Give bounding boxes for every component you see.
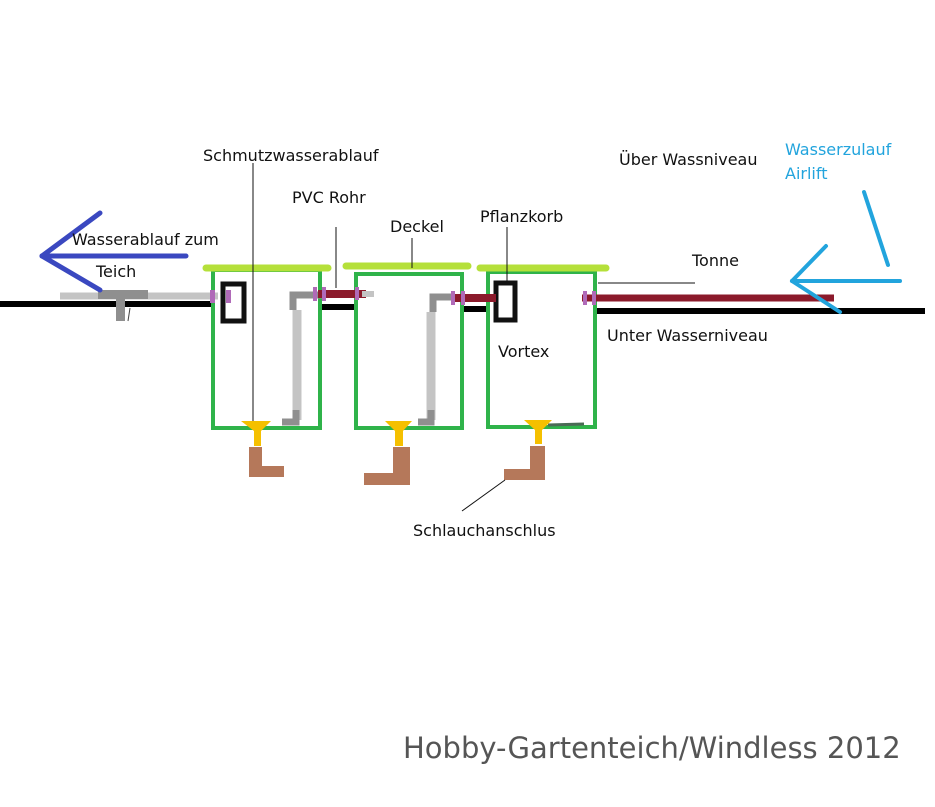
barrel-3-bottom-stub [547,422,585,427]
label-schmutzwasserablauf: Schmutzwasserablauf [203,146,379,165]
label-vortex: Vortex [498,342,549,361]
credit-watermark: Hobby-Gartenteich/Windless 2012 [403,731,901,765]
label-unter-wasserniveau: Unter Wasserniveau [607,326,768,345]
label-wasserzulauf: Wasserzulauf [785,140,892,159]
inflow-arrow [790,190,902,314]
label-schlauchanschlus: Schlauchanschlus [413,521,556,540]
label-airlift: Airlift [785,164,827,183]
water-level-line [0,301,925,314]
label-pvc-rohr: PVC Rohr [292,188,366,207]
label-teich: Teich [95,262,136,281]
inner-pipe-1 [282,291,322,426]
outlet-pipe [60,290,218,322]
inner-pipe-2 [418,293,455,426]
outflow-arrow [39,210,189,293]
label-tonne: Tonne [691,251,739,270]
label-deckel: Deckel [390,217,444,236]
label-pflanzkorb: Pflanzkorb [480,207,563,226]
label-ueber-wassniveau: Über Wassniveau [619,150,758,169]
hose-connector [249,446,545,485]
hose-fitting [241,420,552,446]
pipe-connectors [210,287,596,305]
label-leader-lines [252,163,695,512]
plant-basket-3 [493,280,518,323]
label-wasserablauf: Wasserablauf zum [72,230,219,249]
barrel-2 [354,272,464,430]
